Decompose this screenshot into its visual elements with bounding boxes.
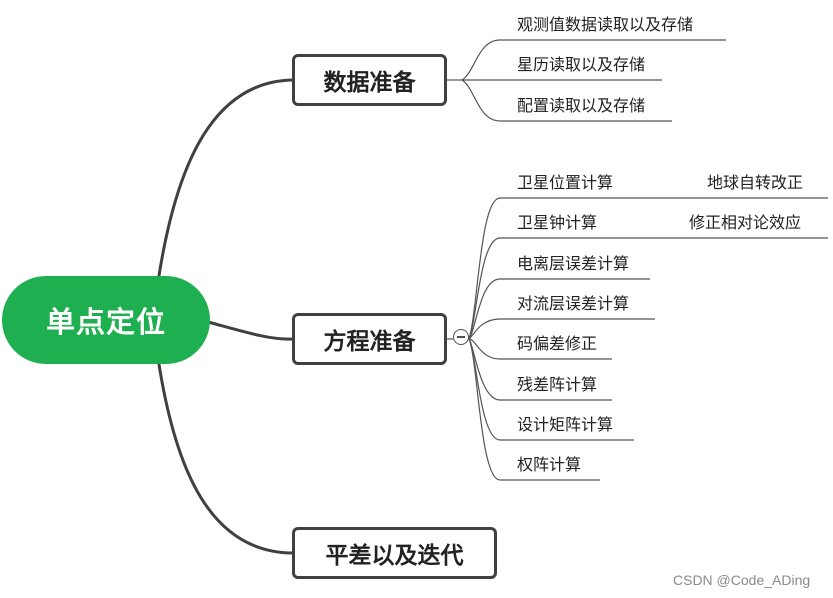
leaf-node[interactable]: 权阵计算 (517, 455, 582, 474)
branch-label: 数据准备 (323, 70, 416, 96)
root-to-data-prep-line (156, 78, 293, 283)
root-to-adjustment-line (156, 357, 293, 555)
branch-label: 方程准备 (323, 329, 416, 355)
watermark: CSDN @Code_ADing (673, 572, 811, 588)
leaf-line-satpos (468, 197, 828, 340)
leaf-line-iono (468, 278, 650, 340)
branch-node-data-prep[interactable]: 数据准备 (292, 54, 447, 106)
root-node[interactable]: 单点定位 (2, 276, 210, 364)
root-node-label: 单点定位 (45, 305, 166, 339)
branch-label: 平差以及迭代 (325, 543, 464, 569)
subleaf-node[interactable]: 地球自转改正 (707, 173, 804, 192)
root-to-equation-prep-line (207, 320, 293, 341)
subleaf-node[interactable]: 修正相对论效应 (689, 213, 802, 232)
leaf-line-tropo (468, 318, 655, 340)
leaf-line-config (461, 79, 672, 122)
minus-circle-icon[interactable] (453, 329, 469, 345)
leaf-line-satclk (468, 237, 828, 340)
leaf-line-weight (468, 338, 600, 481)
leaf-node[interactable]: 残差阵计算 (517, 375, 598, 394)
leaf-node[interactable]: 配置读取以及存储 (517, 96, 646, 115)
leaf-node[interactable]: 电离层误差计算 (517, 254, 630, 273)
leaf-node[interactable]: 卫星位置计算 (517, 173, 614, 192)
branch-node-adjustment-iteration[interactable]: 平差以及迭代 (292, 527, 497, 579)
leaf-node[interactable]: 设计矩阵计算 (517, 415, 614, 434)
leaf-node[interactable]: 星历读取以及存储 (517, 55, 646, 74)
branch-node-equation-prep[interactable]: 方程准备 (292, 313, 447, 365)
leaf-line-codebias (468, 338, 612, 360)
leaf-line-obs (461, 39, 726, 81)
leaf-node[interactable]: 码偏差修正 (517, 334, 598, 353)
leaf-node[interactable]: 对流层误差计算 (517, 294, 630, 313)
leaf-node[interactable]: 卫星钟计算 (517, 213, 598, 232)
leaf-node[interactable]: 观测值数据读取以及存储 (517, 15, 694, 34)
